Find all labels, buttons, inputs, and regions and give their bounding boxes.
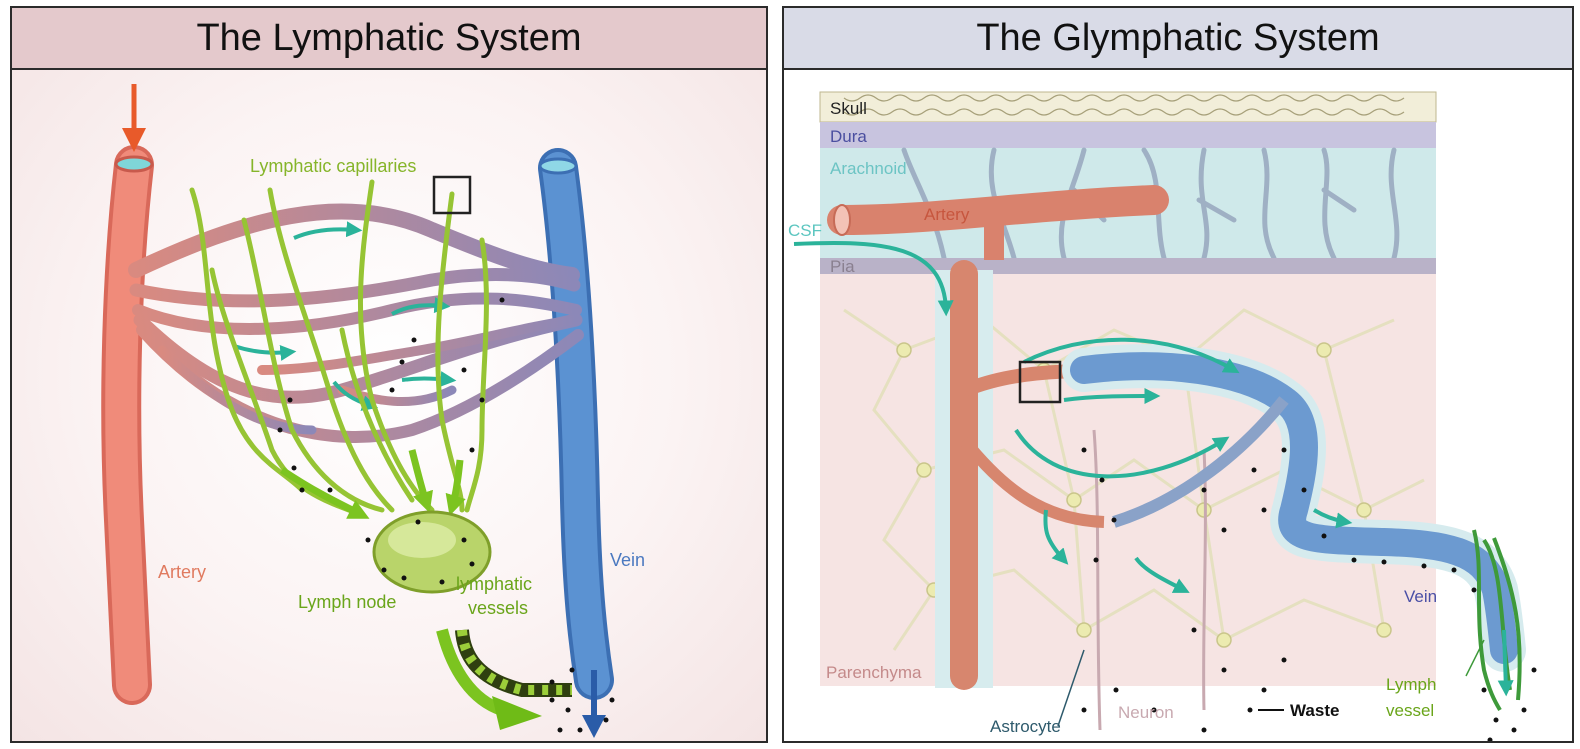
label-artery: Artery — [924, 205, 970, 224]
lymphatic-title: The Lymphatic System — [12, 8, 766, 70]
label-waste: Waste — [1290, 701, 1339, 720]
lymphatic-system-panel: The Lymphatic System — [10, 6, 768, 743]
vein-vessel — [540, 159, 594, 680]
label-lymphatic-vessels-line2: vessels — [468, 598, 528, 618]
glymphatic-illustration: Skull Dura Arachnoid Artery CSF Pia Pare… — [784, 70, 1572, 741]
label-lymph-node: Lymph node — [298, 592, 396, 612]
dura-layer — [820, 122, 1436, 148]
label-lymphatic-capillaries: Lymphatic capillaries — [250, 156, 416, 176]
pia-layer — [820, 258, 1436, 274]
artery-vessel — [116, 157, 152, 685]
lymphatic-illustration: Lymphatic capillaries Artery Vein Lymph … — [12, 70, 766, 741]
waste-legend-icon — [1248, 708, 1285, 713]
label-vein: Vein — [1404, 587, 1437, 606]
glymphatic-title: The Glymphatic System — [784, 8, 1572, 70]
label-vein: Vein — [610, 550, 645, 570]
glymphatic-system-panel: The Glymphatic System — [782, 6, 1574, 743]
glymphatic-diagram: Skull Dura Arachnoid Artery CSF Pia Pare… — [784, 70, 1572, 741]
label-dura: Dura — [830, 127, 867, 146]
inflow-arrow-icon — [122, 84, 146, 152]
label-lymph-vessel-line2: vessel — [1386, 701, 1434, 720]
label-arachnoid: Arachnoid — [830, 159, 907, 178]
label-neuron: Neuron — [1118, 703, 1174, 722]
label-skull: Skull — [830, 99, 867, 118]
label-artery: Artery — [158, 562, 206, 582]
lymphatic-diagram: Lymphatic capillaries Artery Vein Lymph … — [12, 70, 766, 741]
label-csf: CSF — [788, 221, 822, 240]
label-pia: Pia — [830, 257, 855, 276]
label-astrocyte: Astrocyte — [990, 717, 1061, 736]
label-lymphatic-vessels-line1: lymphatic — [456, 574, 532, 594]
label-lymph-vessel-line1: Lymph — [1386, 675, 1436, 694]
lymph-node — [374, 512, 572, 730]
label-parenchyma: Parenchyma — [826, 663, 922, 682]
